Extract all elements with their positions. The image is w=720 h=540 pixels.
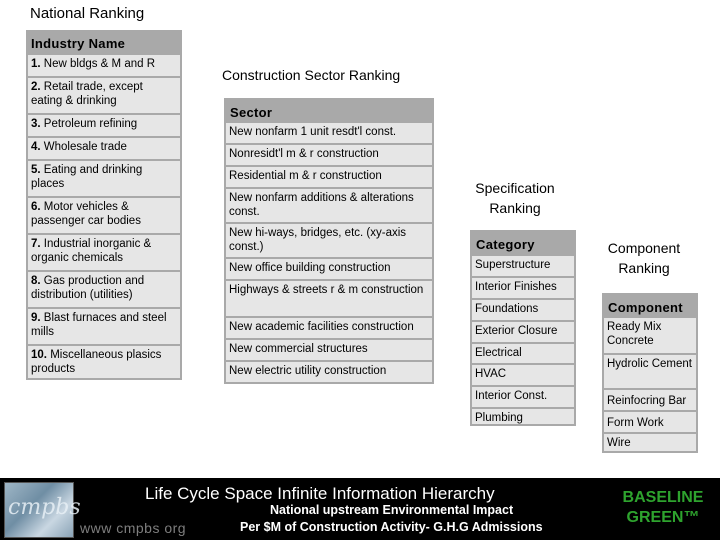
component-item: Reinfocring Bar [604, 390, 696, 411]
sector-item: New academic facilities construction [226, 318, 432, 339]
construction-sector-title: Construction Sector Ranking [222, 67, 401, 83]
footer-subtitle-1: National upstream Environmental Impact [270, 503, 514, 517]
industry-header: Industry Name [31, 36, 126, 51]
industry-item: 6. Motor vehicles & passenger car bodies [28, 198, 180, 234]
green-text: GREEN™ [626, 509, 700, 526]
sector-item: New hi-ways, bridges, etc. (xy-axis cons… [226, 224, 432, 258]
component-title-text: Component Ranking [607, 240, 681, 276]
category-item: Exterior Closure [472, 322, 574, 343]
industry-item: 4. Wholesale trade [28, 138, 180, 160]
component-header: Component [608, 300, 683, 315]
category-item: Interior Const. [472, 387, 574, 408]
footer-subtitle-2: Per $M of Construction Activity- G.H.G A… [240, 520, 543, 534]
specification-title-text: Specification Ranking [475, 180, 555, 216]
cmpbs-logo [4, 482, 74, 538]
baseline-text: BASELINE [622, 489, 704, 506]
component-item: Form Work [604, 412, 696, 433]
category-header: Category [476, 237, 535, 252]
footer-title: Life Cycle Space Infinite Information Hi… [145, 484, 495, 503]
component-item: Hydrolic Cement [604, 355, 696, 389]
category-item: Superstructure [472, 256, 574, 277]
sector-item: New electric utility construction [226, 362, 432, 382]
industry-item: 2. Retail trade, except eating & drinkin… [28, 78, 180, 114]
category-item: Electrical [472, 344, 574, 364]
cmpbs-logo-text: cmpbs [8, 495, 81, 520]
component-title: Component Ranking [592, 238, 696, 278]
sector-item: Residential m & r construction [226, 167, 432, 188]
industry-item: 3. Petroleum refining [28, 115, 180, 137]
footer-band [0, 478, 720, 540]
category-item: Foundations [472, 300, 574, 321]
industry-item: 9. Blast furnaces and steel mills [28, 309, 180, 345]
industry-item: 5. Eating and drinking places [28, 161, 180, 197]
sector-item: New office building construction [226, 259, 432, 280]
specification-title: Specification Ranking [455, 178, 575, 218]
category-item: Interior Finishes [472, 278, 574, 299]
cmpbs-url: www cmpbs org [80, 520, 187, 536]
sector-header: Sector [230, 105, 273, 120]
baseline-green-logo: BASELINE GREEN™ [608, 488, 718, 528]
component-item: Ready Mix Concrete [604, 318, 696, 354]
sector-item: New nonfarm 1 unit resdt'l const. [226, 123, 432, 144]
national-ranking-title: National Ranking [30, 5, 145, 22]
component-item: Wire [604, 434, 696, 451]
sector-item: Nonresidt'l m & r construction [226, 145, 432, 166]
sector-item: Highways & streets r & m construction [226, 281, 432, 317]
sector-item: New nonfarm additions & alterations cons… [226, 189, 432, 223]
industry-item: 1. New bldgs & M and R [28, 55, 180, 77]
industry-item: 7. Industrial inorganic & organic chemic… [28, 235, 180, 271]
industry-item: 8. Gas production and distribution (util… [28, 272, 180, 308]
category-item: HVAC [472, 365, 574, 386]
industry-item: 10. Miscellaneous plasics products [28, 346, 180, 378]
sector-item: New commercial structures [226, 340, 432, 361]
category-item: Plumbing [472, 409, 574, 424]
